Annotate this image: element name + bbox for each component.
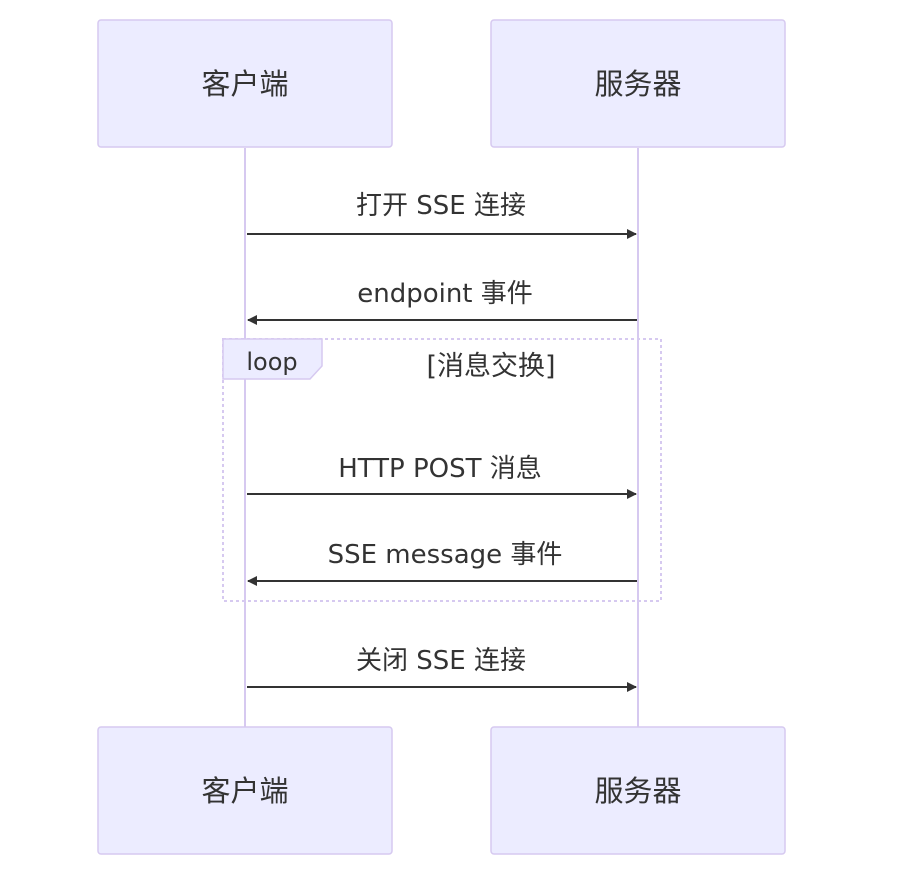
participant-client-top: 客户端 [97,19,393,148]
actor-label: 客户端 [201,774,288,808]
loop-frame: loop [消息交换] [222,338,662,602]
actor-label: 服务器 [594,67,681,101]
actor-label: 客户端 [201,67,288,101]
message-label: HTTP POST 消息 [338,454,542,484]
actor-box [490,726,786,855]
message-label: SSE message 事件 [328,540,563,570]
participant-client-bottom: 客户端 [97,726,393,855]
message-4: 关闭 SSE 连接 [247,646,637,692]
loop-condition: [消息交换] [426,351,555,382]
message-label: 打开 SSE 连接 [356,191,526,221]
actor-box [97,726,393,855]
participant-server-bottom: 服务器 [490,726,786,855]
message-label: endpoint 事件 [357,279,533,309]
message-label: 关闭 SSE 连接 [356,646,526,676]
message-2: HTTP POST 消息 [247,454,637,499]
actor-box [97,19,393,148]
loop-border [222,338,662,602]
message-1: endpoint 事件 [247,279,637,325]
message-3: SSE message 事件 [247,540,637,586]
participant-server-top: 服务器 [490,19,786,148]
actor-box [490,19,786,148]
loop-keyword: loop [246,348,297,376]
actor-label: 服务器 [594,774,681,808]
message-0: 打开 SSE 连接 [247,191,637,239]
loop-label-box [222,338,323,380]
